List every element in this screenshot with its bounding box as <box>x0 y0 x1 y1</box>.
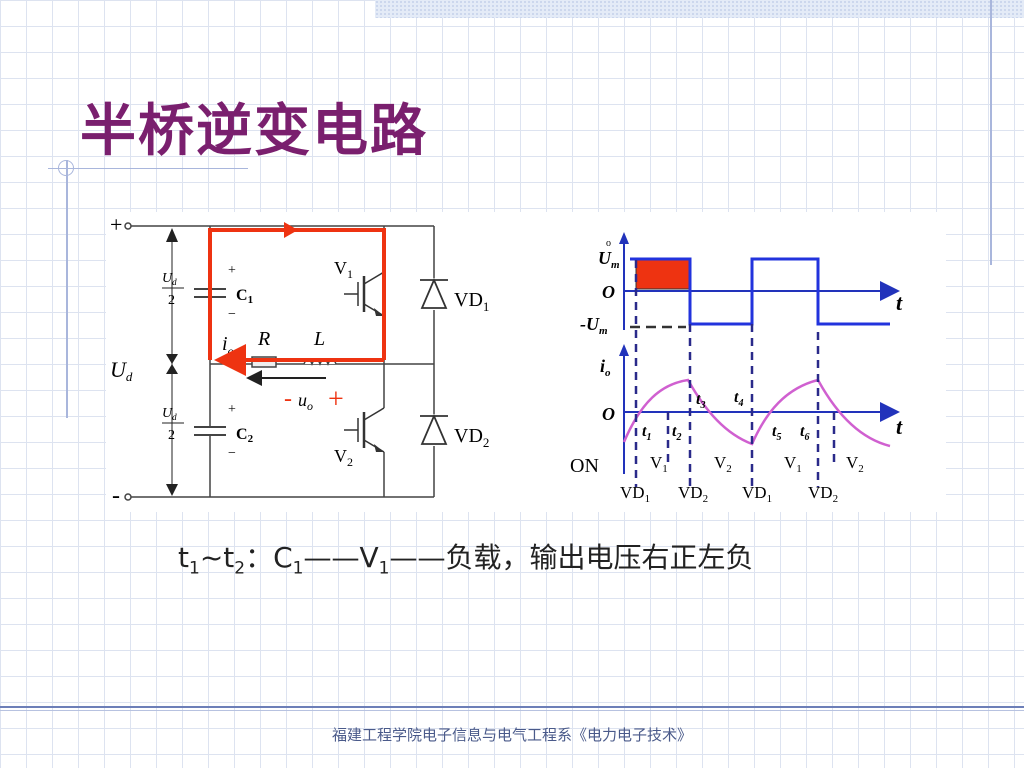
um-highlight-block <box>635 258 691 290</box>
capacitor-c1: + − C1 <box>192 263 253 322</box>
svg-text:−: − <box>228 446 236 461</box>
io-label: io <box>222 333 234 358</box>
capacitor-c2: + − C2 <box>192 402 254 461</box>
figure-panel: + - Ud Ud 2 Ud 2 + <box>106 212 946 512</box>
half-ud-label-top: Ud 2 <box>162 271 184 308</box>
svg-text:+: + <box>228 402 236 417</box>
diode-vd2: VD2 <box>420 413 489 450</box>
svg-text:o: o <box>606 238 611 249</box>
title-ring-ornament <box>58 160 74 176</box>
svg-text:V1: V1 <box>784 453 802 475</box>
svg-text:VD2: VD2 <box>808 483 838 505</box>
slide-caption: t1~t2：C1——V1——负载，输出电压右正左负 <box>178 541 754 579</box>
svg-text:t2: t2 <box>672 423 681 443</box>
circuit-diagram: + - Ud Ud 2 Ud 2 + <box>110 212 489 509</box>
svg-text:-: - <box>284 386 292 412</box>
svg-text:VD1: VD1 <box>620 483 650 505</box>
svg-text:t5: t5 <box>772 423 781 443</box>
decor-rule-left <box>66 160 68 418</box>
svg-text:V2: V2 <box>714 453 732 475</box>
waveform-diagram: Um o O -Um t io O t t1 t2 t3 <box>570 232 903 505</box>
svg-text:V2: V2 <box>334 446 353 469</box>
slide-footer: 福建工程学院电子信息与电气工程系《电力电子技术》 <box>331 726 692 744</box>
vd-row: VD1 VD2 VD1 VD2 <box>620 483 838 505</box>
plus-terminal-label: + <box>110 212 122 237</box>
svg-text:C2: C2 <box>236 426 254 445</box>
figure-svg: + - Ud Ud 2 Ud 2 + <box>110 212 903 509</box>
svg-text:t3: t3 <box>696 391 705 411</box>
um-label: Um <box>598 248 620 271</box>
diode-vd1: VD1 <box>420 277 489 314</box>
switching-markers <box>634 260 836 487</box>
igbt-v2: V2 <box>334 407 386 469</box>
on-row: V1 V2 V1 V2 <box>650 453 864 475</box>
origin-top: O <box>602 282 615 302</box>
svg-text:V1: V1 <box>650 453 668 475</box>
half-ud-label-bottom: Ud 2 <box>162 406 184 443</box>
svg-text:V2: V2 <box>846 453 864 475</box>
igbt-v1: V1 <box>334 258 386 317</box>
decor-rule-right <box>990 0 992 265</box>
svg-text:2: 2 <box>168 428 175 443</box>
svg-text:Ud: Ud <box>162 406 177 422</box>
svg-text:+: + <box>228 263 236 278</box>
current-path-highlight <box>208 222 386 376</box>
svg-text:VD1: VD1 <box>454 289 489 314</box>
t-axis-top: t <box>896 290 903 315</box>
title-underline <box>48 168 248 169</box>
svg-text:t4: t4 <box>734 389 743 409</box>
voltage-waveform <box>630 257 890 326</box>
minus-terminal-label: - <box>112 483 120 509</box>
footer-rule <box>0 706 1024 708</box>
footer-rule-thin <box>0 710 1024 711</box>
on-row-label: ON <box>570 455 599 477</box>
svg-text:uo: uo <box>298 390 313 413</box>
svg-text:VD2: VD2 <box>454 425 489 450</box>
svg-text:L: L <box>313 328 325 350</box>
tick-labels: t1 t2 t3 t4 t5 t6 <box>642 389 809 443</box>
svg-text:t1: t1 <box>642 423 651 443</box>
svg-text:Ud: Ud <box>162 271 177 287</box>
terminal-top <box>124 222 132 230</box>
svg-text:R: R <box>257 328 270 350</box>
svg-text:VD2: VD2 <box>678 483 708 505</box>
svg-text:C1: C1 <box>236 287 253 306</box>
svg-text:t6: t6 <box>800 423 809 443</box>
svg-text:VD1: VD1 <box>742 483 772 505</box>
slide-title: 半桥逆变电路 <box>80 98 428 164</box>
t-axis-bottom: t <box>896 414 903 439</box>
header-band <box>375 0 1024 18</box>
origin-bottom: O <box>602 404 615 424</box>
neg-um-label: -Um <box>580 314 608 337</box>
uo-label: - uo + <box>284 384 344 415</box>
svg-text:+: + <box>328 384 344 415</box>
ud-label: Ud <box>110 357 133 384</box>
io-axis-label: io <box>600 356 611 379</box>
svg-text:V1: V1 <box>334 258 353 281</box>
terminal-bottom <box>124 493 132 501</box>
svg-text:−: − <box>228 307 236 322</box>
svg-text:2: 2 <box>168 293 175 308</box>
